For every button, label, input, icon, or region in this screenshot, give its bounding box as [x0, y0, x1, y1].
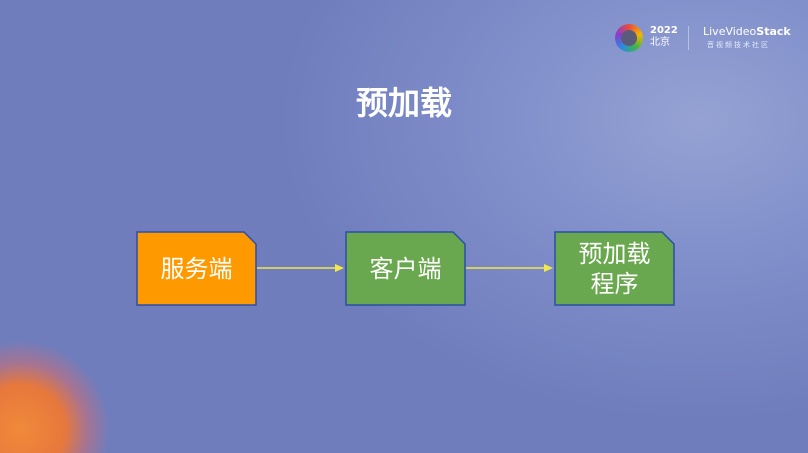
logo-city: 北京 [650, 37, 670, 48]
node-label: 预加载 程序 [578, 239, 651, 298]
flow-node-server: 服务端 [136, 231, 257, 306]
flow-node-client: 客户端 [345, 231, 466, 306]
node-shape [554, 231, 675, 306]
brand-tagline: 音视频技术社区 [707, 41, 770, 49]
arrow-server-to-client [257, 264, 344, 272]
node-shape [345, 231, 466, 306]
event-logo: 2022 北京 LiveVideoStack 音视频技术社区 [615, 22, 795, 54]
logo-year: 2022 [650, 25, 678, 36]
brand-prefix: LiveVideo [703, 25, 757, 38]
arrow-client-to-preloader [466, 264, 553, 272]
brand-suffix: Stack [756, 25, 791, 38]
decorative-orange-blob [0, 340, 1, 341]
logo-divider [688, 26, 689, 50]
flow-node-preloader: 预加载 程序 [554, 231, 675, 306]
node-shape [136, 231, 257, 306]
node-label: 客户端 [369, 254, 442, 283]
node-label: 服务端 [160, 254, 233, 283]
conference-logo-icon [615, 24, 643, 52]
slide-title: 预加载 [355, 84, 452, 122]
brand-name: LiveVideoStack [703, 25, 791, 39]
